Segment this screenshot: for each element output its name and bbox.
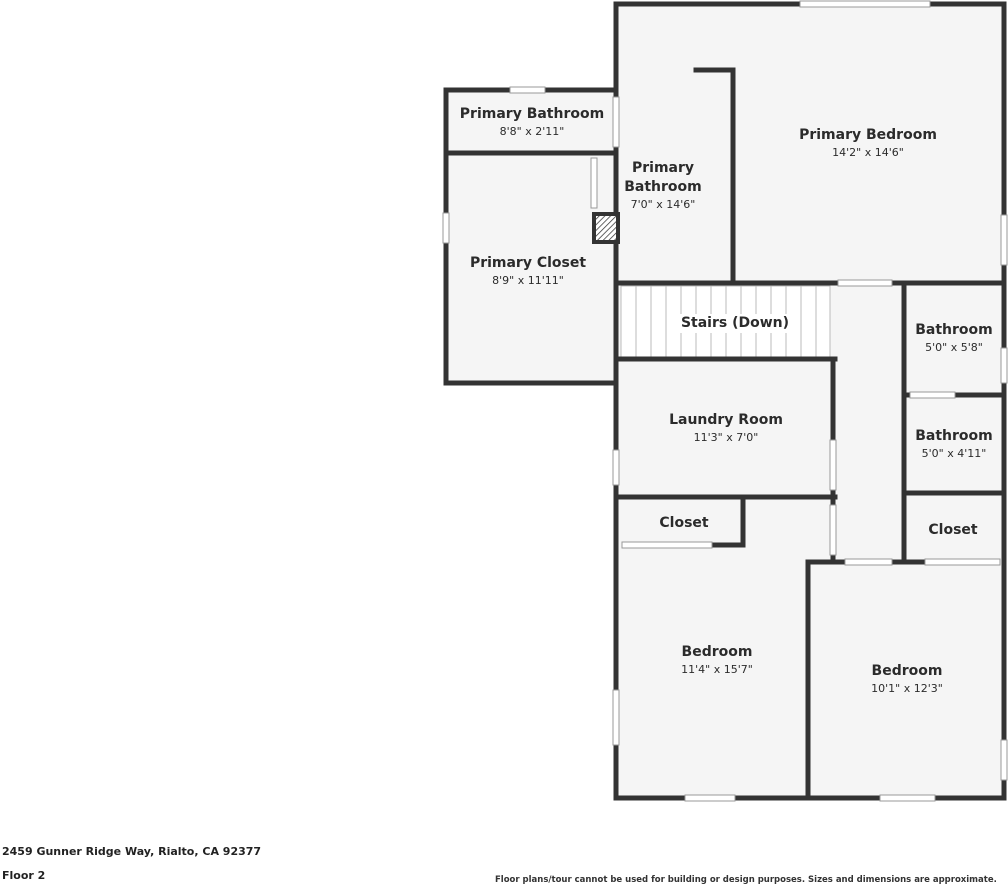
room-name: Closet	[659, 515, 709, 531]
room-bathroom-2: Bathroom 5'0" x 4'11"	[915, 427, 993, 461]
room-name: Laundry Room	[669, 412, 783, 428]
room-name: Primary Bathroom	[624, 160, 702, 195]
room-stairs: Stairs (Down)	[677, 314, 793, 333]
room-dims: 11'4" x 15'7"	[681, 663, 753, 676]
room-name: Bedroom	[681, 644, 753, 660]
room-primary-bathroom-small: Primary Bathroom 8'8" x 2'11"	[460, 105, 604, 139]
room-primary-bedroom: Primary Bedroom 14'2" x 14'6"	[799, 126, 937, 160]
room-name: Closet	[928, 522, 978, 538]
room-name: Bathroom	[915, 322, 993, 338]
chimney-chase	[592, 212, 620, 244]
room-bedroom-2: Bedroom 10'1" x 12'3"	[871, 662, 943, 696]
floor-label: Floor 2	[2, 869, 46, 882]
room-primary-bathroom: Primary Bathroom 7'0" x 14'6"	[618, 159, 708, 212]
room-dims: 5'0" x 5'8"	[925, 341, 983, 354]
room-dims: 8'8" x 2'11"	[499, 125, 565, 138]
room-bedroom-1: Bedroom 11'4" x 15'7"	[681, 643, 753, 677]
room-dims: 14'2" x 14'6"	[832, 146, 904, 159]
room-dims: 11'3" x 7'0"	[693, 431, 759, 444]
room-name: Bathroom	[915, 428, 993, 444]
room-dims: 8'9" x 11'11"	[492, 274, 564, 287]
room-name: Primary Bedroom	[799, 127, 937, 143]
room-name: Bedroom	[871, 663, 943, 679]
room-dims: 10'1" x 12'3"	[871, 682, 943, 695]
disclaimer: Floor plans/tour cannot be used for buil…	[495, 875, 997, 885]
room-dims: 5'0" x 4'11"	[921, 447, 987, 460]
windows	[442, 0, 1008, 802]
address: 2459 Gunner Ridge Way, Rialto, CA 92377	[2, 845, 262, 858]
room-name: Stairs (Down)	[680, 315, 790, 331]
room-name: Primary Bathroom	[459, 106, 605, 122]
room-bathroom-1: Bathroom 5'0" x 5'8"	[915, 321, 993, 355]
room-laundry: Laundry Room 11'3" x 7'0"	[669, 411, 783, 445]
room-name: Primary Closet	[469, 255, 587, 271]
room-closet-2: Closet	[928, 521, 977, 540]
room-primary-closet: Primary Closet 8'9" x 11'11"	[470, 254, 586, 288]
room-dims: 7'0" x 14'6"	[630, 198, 696, 211]
room-closet-1: Closet	[659, 514, 708, 533]
stairs	[620, 285, 831, 358]
